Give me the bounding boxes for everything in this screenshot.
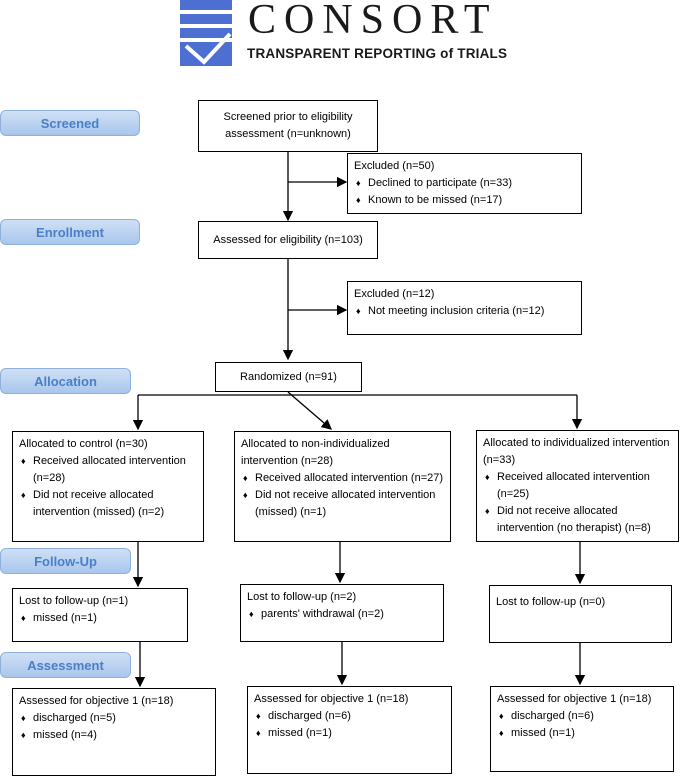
stage-followup: Follow-Up [0,548,131,574]
arm1-assessment-title: Assessed for objective 1 (n=18) [19,695,174,707]
arm1-assessment-box: Assessed for objective 1 (n=18) discharg… [12,688,216,776]
arm3-allocation-item: Received allocated intervention (n=25) [483,469,672,503]
arm3-allocation-item: Did not receive allocated intervention (… [483,503,672,537]
arm3-allocation-box: Allocated to individualized intervention… [476,430,679,542]
arm1-assessment-item: missed (n=4) [19,727,209,744]
excluded2-box: Excluded (n=12) Not meeting inclusion cr… [347,281,582,335]
consort-logo-mark [180,0,232,66]
arm3-allocation-title: Allocated to individualized intervention… [483,437,670,466]
arm1-allocation-box: Allocated to control (n=30) Received all… [12,431,204,542]
arm2-assessment-box: Assessed for objective 1 (n=18) discharg… [247,686,452,774]
arm1-allocation-title: Allocated to control (n=30) [19,438,148,450]
excluded2-item: Not meeting inclusion criteria (n=12) [354,303,575,320]
arm1-followup-title: Lost to follow-up (n=1) [19,595,129,607]
arm2-assessment-title: Assessed for objective 1 (n=18) [254,693,409,705]
arm2-followup-box: Lost to follow-up (n=2) parents' withdra… [240,584,444,642]
excluded1-item: Declined to participate (n=33) [354,175,575,192]
excluded1-box: Excluded (n=50) Declined to participate … [347,153,582,214]
arm1-allocation-item: Received allocated intervention (n=28) [19,453,197,487]
arrow-to-arm2 [287,391,332,430]
stage-enrollment: Enrollment [0,219,140,245]
arm2-assessment-item: discharged (n=6) [254,708,445,725]
arm2-assessment-item: missed (n=1) [254,725,445,742]
arm2-allocation-item: Did not receive allocated intervention (… [241,487,444,521]
screened-text: Screened prior to eligibility assessment… [223,111,353,140]
arm1-assessment-item: discharged (n=5) [19,710,209,727]
arm2-followup-item: parents' withdrawal (n=2) [247,606,437,623]
arm3-followup-box: Lost to follow-up (n=0) [489,585,672,643]
arm1-allocation-item: Did not receive allocated intervention (… [19,487,197,521]
arm3-assessment-item: missed (n=1) [497,725,667,742]
screened-box: Screened prior to eligibility assessment… [198,100,378,152]
stage-allocation: Allocation [0,368,131,394]
arm3-assessment-title: Assessed for objective 1 (n=18) [497,693,652,705]
arm2-allocation-title: Allocated to non-individualized interven… [241,438,390,467]
arm2-allocation-item: Received allocated intervention (n=27) [241,470,444,487]
excluded2-title: Excluded (n=12) [354,288,435,300]
consort-logo: CONSORT TRANSPARENT REPORTING of TRIALS [180,0,507,66]
randomized-text: Randomized (n=91) [240,370,337,383]
arm3-followup-title: Lost to follow-up (n=0) [496,596,606,608]
assessed-eligibility-text: Assessed for eligibility (n=103) [213,233,363,246]
assessed-eligibility-box: Assessed for eligibility (n=103) [198,221,378,259]
arm3-assessment-box: Assessed for objective 1 (n=18) discharg… [490,686,674,772]
stage-assessment: Assessment [0,652,131,678]
stage-screened: Screened [0,110,140,136]
excluded1-title: Excluded (n=50) [354,160,435,172]
arm1-followup-box: Lost to follow-up (n=1) missed (n=1) [12,588,188,642]
logo-wordmark: CONSORT [248,0,498,43]
arm3-assessment-item: discharged (n=6) [497,708,667,725]
arm2-followup-title: Lost to follow-up (n=2) [247,591,357,603]
randomized-box: Randomized (n=91) [215,362,362,392]
arm2-allocation-box: Allocated to non-individualized interven… [234,431,451,542]
logo-tagline: TRANSPARENT REPORTING of TRIALS [247,46,508,61]
excluded1-item: Known to be missed (n=17) [354,192,575,209]
arm1-followup-item: missed (n=1) [19,610,181,627]
